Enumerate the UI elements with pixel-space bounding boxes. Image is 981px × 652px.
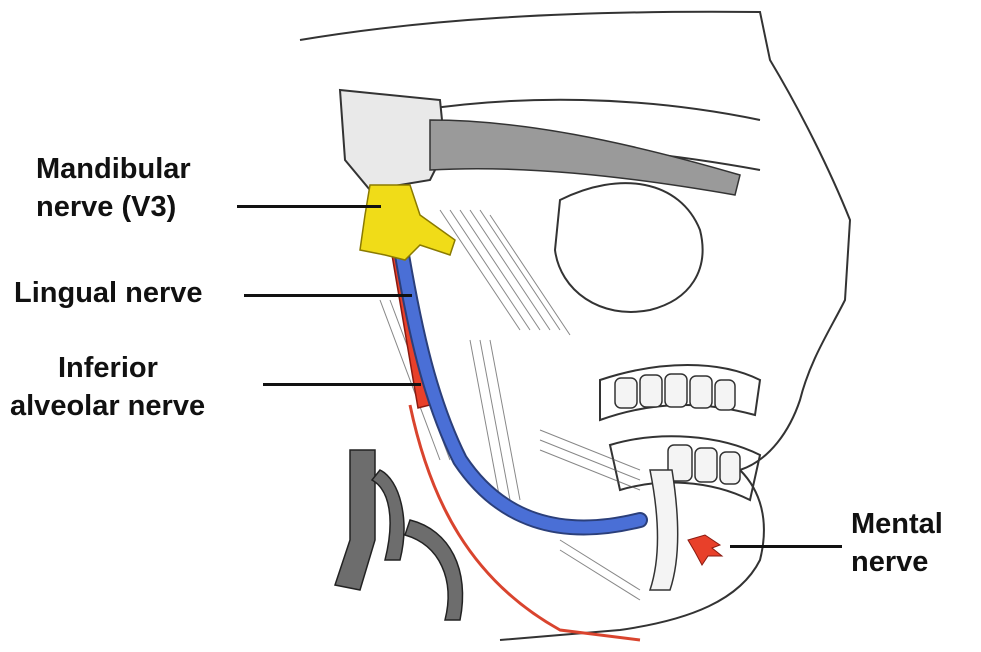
leader-line-lingual (244, 294, 412, 297)
mental-nerve (688, 535, 722, 565)
label-line: nerve (851, 543, 943, 581)
label-lingual-nerve: Lingual nerve (14, 274, 203, 312)
leader-line-mental (730, 545, 842, 548)
leader-line-mandibular (237, 205, 381, 208)
label-line: nerve (V3) (36, 188, 191, 226)
label-mental-nerve: Mental nerve (851, 505, 943, 581)
label-line: Inferior (58, 349, 158, 387)
label-line: Mental (851, 505, 943, 543)
lingual-nerve (402, 255, 640, 528)
label-inferior-alveolar-nerve: Inferior (58, 349, 158, 387)
mandibular-nerve (360, 185, 455, 260)
label-line: Mandibular (36, 150, 191, 188)
maxillary-nerve-branches (430, 120, 740, 195)
leader-line-inferior-alveolar (263, 383, 421, 386)
label-line: alveolar nerve (10, 387, 205, 425)
label-mandibular-nerve: Mandibular nerve (V3) (36, 150, 191, 226)
blood-vessels (335, 450, 463, 620)
